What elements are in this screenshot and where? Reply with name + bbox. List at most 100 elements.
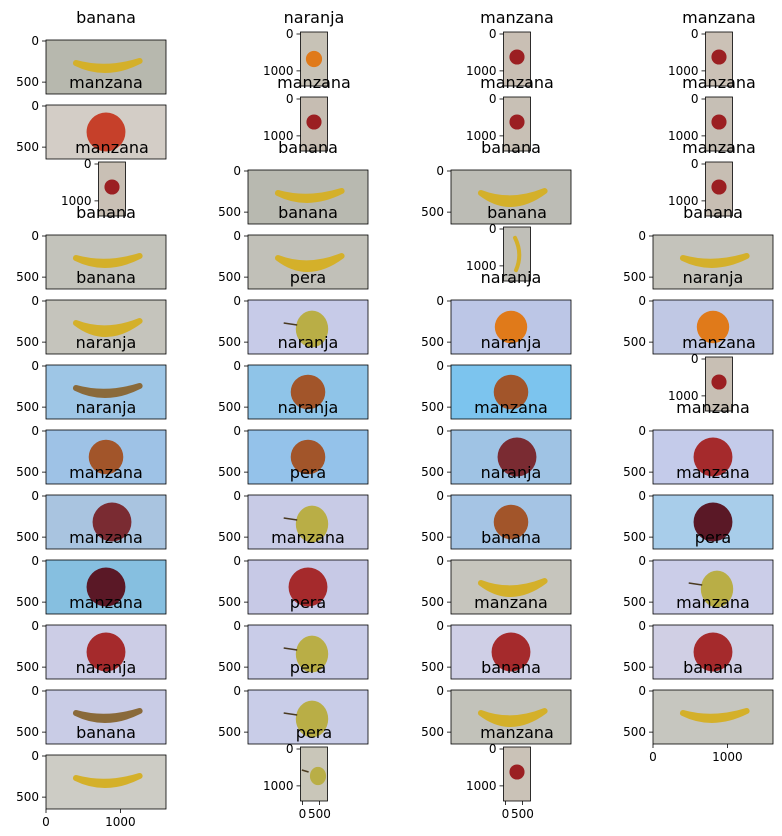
panel-title: manzana	[480, 73, 554, 92]
panel-title: manzana	[277, 73, 351, 92]
y-tick-label: 1000	[668, 194, 699, 208]
panel-title: banana	[76, 203, 136, 222]
pear-stem	[688, 582, 703, 586]
panel-title: manzana	[75, 138, 149, 157]
y-tick-label: 0	[691, 157, 699, 171]
y-tick-label: 1000	[466, 129, 497, 143]
y-tick-label: 500	[421, 660, 444, 674]
y-tick-label: 1000	[263, 779, 294, 793]
banana-mark	[73, 58, 143, 73]
pear-stem	[283, 517, 298, 521]
panel-title: naranja	[76, 398, 137, 417]
banana-mark	[73, 318, 143, 337]
y-tick-label: 0	[638, 684, 646, 698]
banana-mark	[680, 253, 750, 268]
y-tick-label: 500	[421, 595, 444, 609]
panel-image	[45, 689, 167, 745]
apple-mark	[509, 49, 525, 65]
panel-5: manzana 0 500	[16, 73, 167, 160]
panel-title: banana	[76, 723, 136, 742]
panel-title: banana	[481, 658, 541, 677]
y-tick-label: 0	[436, 424, 444, 438]
apple-mark	[497, 437, 537, 477]
panel-title: naranja	[278, 398, 339, 417]
banana-mark	[73, 773, 143, 788]
panel-title: pera	[695, 528, 731, 547]
y-tick-label: 0	[31, 99, 39, 113]
y-tick-label: 500	[218, 660, 241, 674]
y-tick-label: 500	[16, 400, 39, 414]
panel-title: manzana	[676, 463, 750, 482]
panel-title: manzana	[474, 593, 548, 612]
apple-mark	[306, 114, 322, 130]
panel-image	[300, 96, 328, 152]
panel-title: banana	[76, 268, 136, 287]
panel-title: naranja	[481, 333, 542, 352]
y-tick-label: 500	[16, 75, 39, 89]
panel-title: manzana	[271, 528, 345, 547]
y-tick-label: 0	[31, 619, 39, 633]
panel-title: naranja	[76, 333, 137, 352]
orange-mark	[290, 439, 326, 475]
panel-title: manzana	[676, 593, 750, 612]
apple-mark	[693, 632, 733, 672]
apple-mark	[711, 179, 727, 195]
y-tick-label: 0	[233, 294, 241, 308]
panel-title: naranja	[683, 268, 744, 287]
banana-mark	[478, 188, 548, 207]
panel-title: manzana	[69, 73, 143, 92]
panel-title: pera	[290, 463, 326, 482]
y-tick-label: 1000	[466, 259, 497, 273]
orange-mark	[88, 439, 124, 475]
y-tick-label: 500	[16, 530, 39, 544]
x-tick-label: 500	[511, 807, 534, 821]
orange-mark	[305, 50, 323, 68]
panel-title: naranja	[76, 658, 137, 677]
y-tick-label: 500	[16, 725, 39, 739]
y-tick-label: 0	[84, 157, 92, 171]
apple-mark	[711, 374, 727, 390]
apple-mark	[509, 114, 525, 130]
apple-mark	[92, 502, 132, 542]
y-tick-label: 500	[421, 465, 444, 479]
pear-stem	[301, 769, 309, 773]
panels-group: banana0500naranja01000manzana01000manzan…	[16, 8, 774, 829]
pear-mark	[700, 570, 734, 608]
y-tick-label: 500	[218, 400, 241, 414]
y-tick-label: 0	[638, 489, 646, 503]
panel-title: naranja	[284, 8, 345, 27]
y-tick-label: 500	[218, 205, 241, 219]
y-tick-label: 500	[421, 205, 444, 219]
banana-mark	[478, 578, 548, 597]
y-tick-label: 0	[638, 619, 646, 633]
y-tick-label: 0	[286, 742, 294, 756]
y-tick-label: 0	[691, 27, 699, 41]
y-tick-label: 0	[436, 554, 444, 568]
panel-title: banana	[481, 138, 541, 157]
pear-mark	[295, 310, 329, 348]
orange-mark	[493, 504, 529, 540]
y-tick-label: 500	[16, 465, 39, 479]
panel-title: manzana	[682, 8, 756, 27]
apple-mark	[711, 49, 727, 65]
panel-title: manzana	[676, 398, 750, 417]
